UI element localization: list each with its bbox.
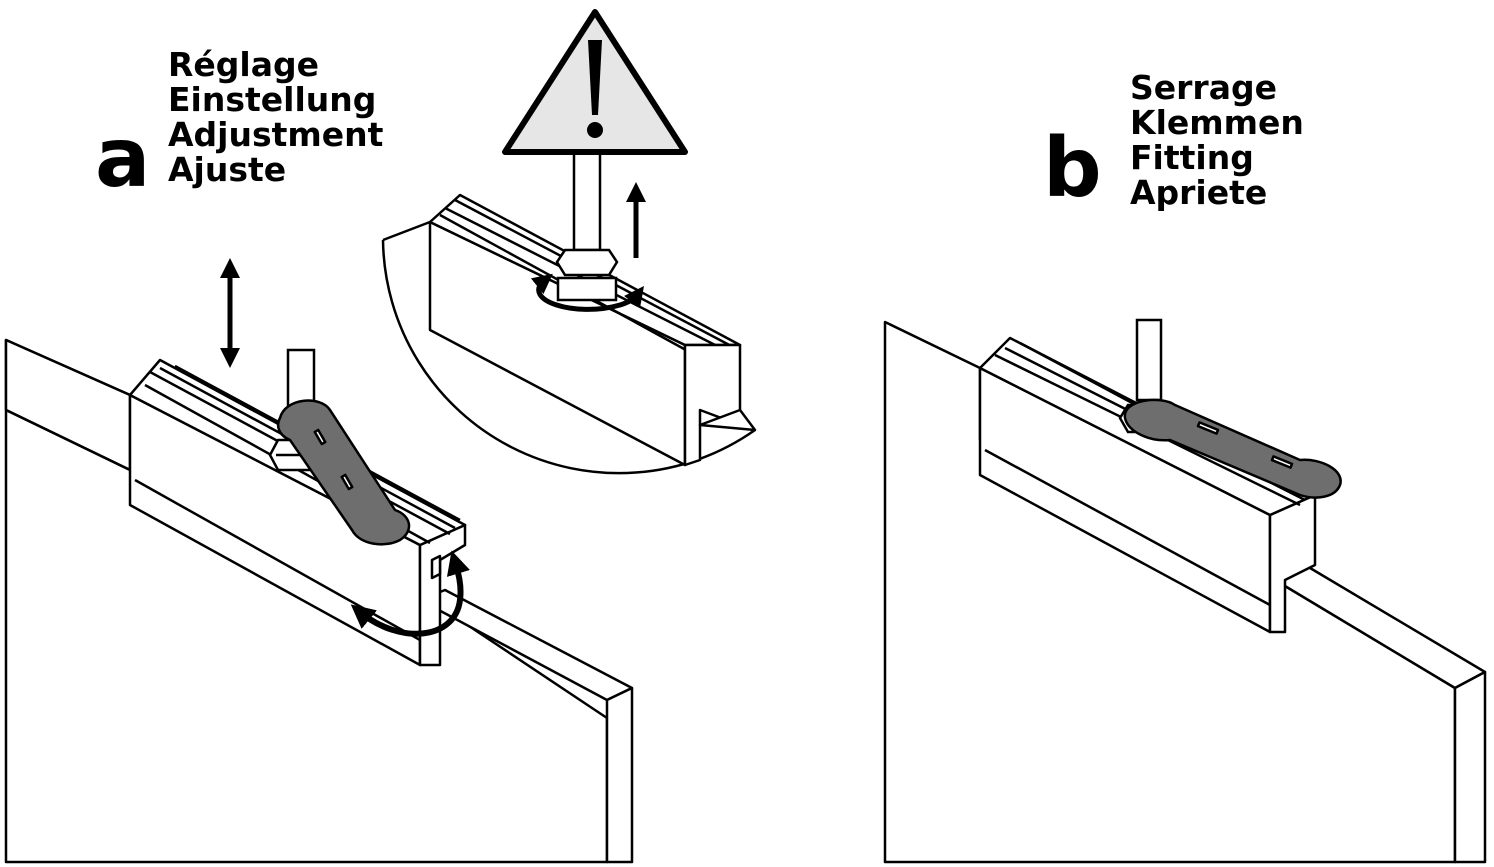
label-b-de: Klemmen — [1130, 103, 1304, 142]
step-letter-b: b — [1043, 121, 1102, 216]
label-a-fr: Réglage — [168, 45, 319, 84]
door-panel-b — [883, 320, 1487, 864]
label-stack-a: Réglage Einstellung Adjustment Ajuste — [168, 47, 383, 187]
detail-magnifier — [381, 193, 757, 475]
label-b-fr: Serrage — [1130, 68, 1277, 107]
warning-triangle-icon — [502, 9, 688, 155]
rod-detail — [555, 148, 619, 302]
label-stack-b: Serrage Klemmen Fitting Apriete — [1130, 70, 1304, 210]
label-b-es: Apriete — [1130, 173, 1268, 212]
label-a-de: Einstellung — [168, 80, 377, 119]
step-letter-a: a — [95, 111, 151, 206]
rotation-arrow-icon — [350, 550, 470, 637]
label-a-es: Ajuste — [168, 150, 287, 189]
label-a-en: Adjustment — [168, 115, 384, 154]
wrench-icon — [276, 399, 411, 546]
rotation-arrow-detail-icon — [530, 273, 645, 312]
label-b-en: Fitting — [1130, 138, 1254, 177]
wrench-icon — [1123, 398, 1342, 499]
